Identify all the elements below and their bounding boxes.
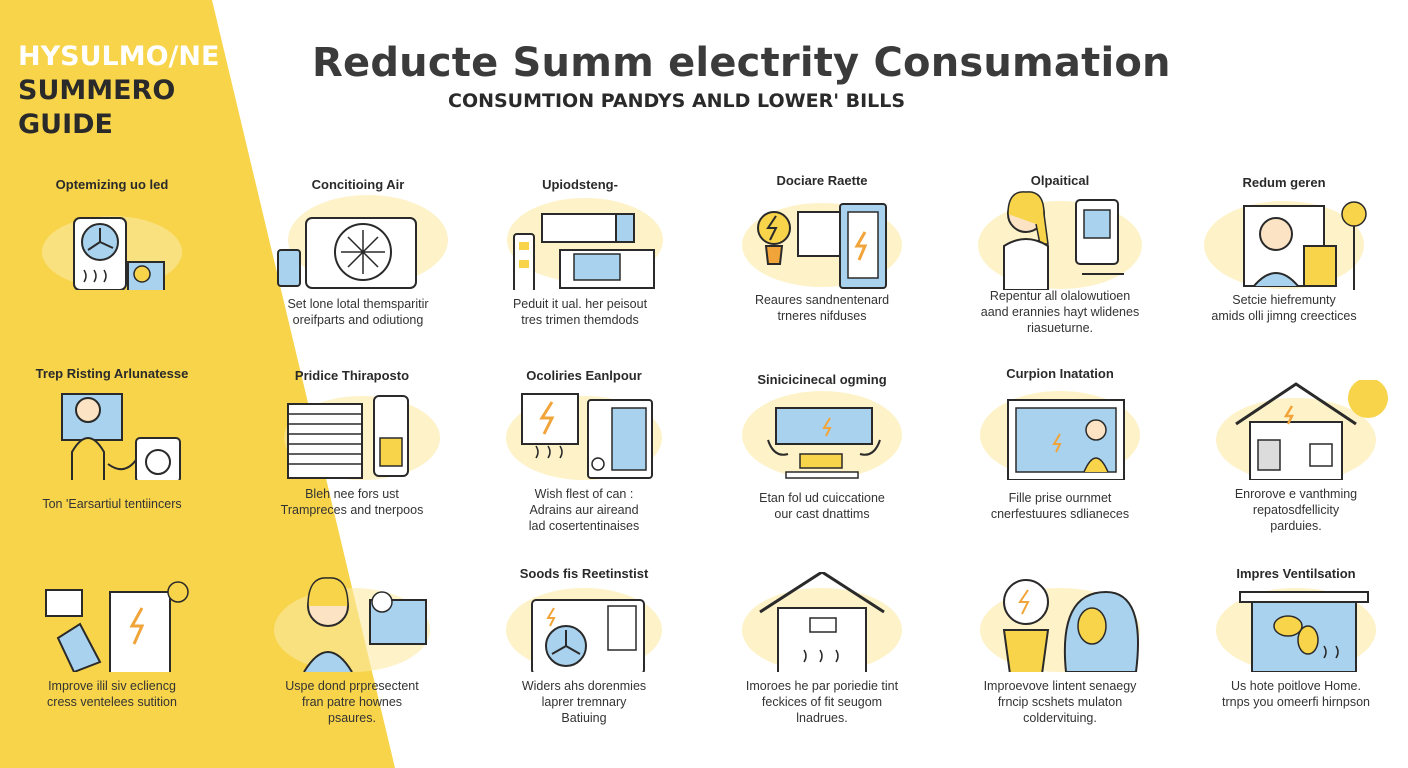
window-person-icon xyxy=(1204,201,1367,290)
tip-card: Uspe dond prpresectent fran patre hownes… xyxy=(240,554,464,746)
tip-description: Imoroes he par poriedie tint feckices of… xyxy=(745,679,899,725)
tip-title: Ocoliries Eanlpour xyxy=(526,368,642,383)
tip-card: Pridice Thiraposto Bleh nee fors ust Tra… xyxy=(240,362,464,554)
tip-card: Dociare Raette Reaures sandnentenard trn… xyxy=(710,172,934,364)
tip-description: Ton 'Earsartiul tentiincers xyxy=(42,497,182,511)
guide-heading-line1: HYSULMO/NE xyxy=(18,41,220,72)
tip-card: Olpaitical Repentur all olalowutioen aan… xyxy=(948,172,1172,364)
tip-title: Redum geren xyxy=(1242,175,1326,190)
tip-card: Redum geren Setcie hiefremunty amids oll… xyxy=(1172,172,1396,364)
tip-card: Curpion Inatation Fille prise ournmet cn… xyxy=(948,362,1172,554)
tip-title: Sinicicinecal ogming xyxy=(757,372,887,387)
window-sunlight-icon xyxy=(742,391,902,479)
tip-description: Improve ilil siv ecliencg cress ventelee… xyxy=(47,679,177,709)
tip-title: Impres Ventilsation xyxy=(1236,566,1356,581)
tip-card: Soods fis Reetinstist Widers ahs dorenmi… xyxy=(472,554,696,746)
tip-description: Etan fol ud cuiccatione our cast dnattim… xyxy=(759,491,885,521)
tip-card: Sinicicinecal ogming Etan fol ud cuiccat… xyxy=(710,362,934,554)
tip-title: Trep Risting Arlunatesse xyxy=(35,366,189,381)
tip-card: Imoroes he par poriedie tint feckices of… xyxy=(710,554,934,746)
tip-description: Peduit it ual. her peisout tres trimen t… xyxy=(512,297,648,327)
tip-card: Trep Risting Arlunatesse Ton 'Earsartiul… xyxy=(0,362,224,554)
tip-description: Repentur all olalowutioen aand erannies … xyxy=(980,289,1140,335)
tip-description: Widers ahs dorenmies laprer tremnary Bat… xyxy=(521,679,647,725)
tip-title: Upiodsteng- xyxy=(542,177,618,192)
bulb-head-icon xyxy=(980,579,1140,672)
control-panel-icon xyxy=(507,198,663,290)
house-heat-icon xyxy=(742,572,902,672)
page-title: Reducte Summ electrity Consumation xyxy=(312,40,1171,86)
solar-panel-icon xyxy=(45,581,189,672)
tip-title: Dociare Raette xyxy=(776,173,868,188)
tip-description: Enrorove e vanthming repatosdfellicity p… xyxy=(1234,487,1358,533)
blinds-phone-icon xyxy=(284,395,440,480)
guide-heading: HYSULMO/NE SUMMERO GUIDE xyxy=(18,40,219,142)
tip-description: Bleh nee fors ust Trampreces and tnerpoo… xyxy=(280,487,424,517)
tip-title: Olpaitical xyxy=(1030,173,1090,188)
tip-title: Optemizing uo led xyxy=(55,177,169,192)
tip-title: Curpion Inatation xyxy=(1006,366,1114,381)
tip-description: Uspe dond prpresectent fran patre hownes… xyxy=(285,679,419,725)
tip-description: Set lone lotal themsparitir oreifparts a… xyxy=(287,297,429,327)
window-insulation-icon xyxy=(980,391,1140,480)
tip-description: Wish flest of can : Adrains aur aireand … xyxy=(528,487,640,533)
fan-appliance-icon xyxy=(506,588,662,672)
house-energy-icon xyxy=(1216,380,1388,480)
tip-title: Soods fis Reetinstist xyxy=(519,566,649,581)
tip-description: Improevove lintent senaegy frncip scshet… xyxy=(983,679,1137,725)
tip-card: Impres Ventilsation Us hote poitlove Hom… xyxy=(1184,554,1408,746)
tip-description: Reaures sandnentenard trneres nifduses xyxy=(754,293,890,323)
lightbulb-fridge-icon xyxy=(742,203,902,289)
tip-description: Setcie hiefremunty amids olli jimng cree… xyxy=(1211,293,1357,323)
person-cooling-icon xyxy=(274,577,430,672)
heater-panel-icon xyxy=(506,393,662,480)
guide-heading-line2: SUMMERO xyxy=(18,75,176,106)
tip-card: Improevove lintent senaegy frncip scshet… xyxy=(948,554,1172,746)
tip-card: Enrorove e vanthming repatosdfellicity p… xyxy=(1184,362,1408,554)
tip-card: Ocoliries Eanlpour Wish flest of can : A… xyxy=(472,362,696,554)
person-washer-icon xyxy=(61,393,181,480)
tip-description: Us hote poitlove Home. trnps you omeerfi… xyxy=(1222,679,1370,709)
tip-card: Improve ilil siv ecliencg cress ventelee… xyxy=(0,554,224,746)
window-fan-icon xyxy=(1216,588,1376,672)
tip-card: Optemizing uo led xyxy=(0,172,224,364)
fan-device-icon xyxy=(42,216,182,290)
air-conditioner-icon xyxy=(277,195,448,289)
tip-description: Fille prise ournmet cnerfestuures sdlian… xyxy=(990,491,1130,521)
tip-title: Concitioing Air xyxy=(311,177,405,192)
tip-card: Upiodsteng- Peduit it ual. her peisout t… xyxy=(468,172,692,364)
guide-heading-line3: GUIDE xyxy=(18,109,113,140)
page-subtitle: CONSUMTION PANDYS ANLD LOWER' BILLS xyxy=(448,90,906,112)
tip-card: Concitioing Air Set lone lotal themspari… xyxy=(246,172,470,364)
person-thermostat-icon xyxy=(978,191,1142,290)
tip-title: Pridice Thiraposto xyxy=(294,368,410,383)
